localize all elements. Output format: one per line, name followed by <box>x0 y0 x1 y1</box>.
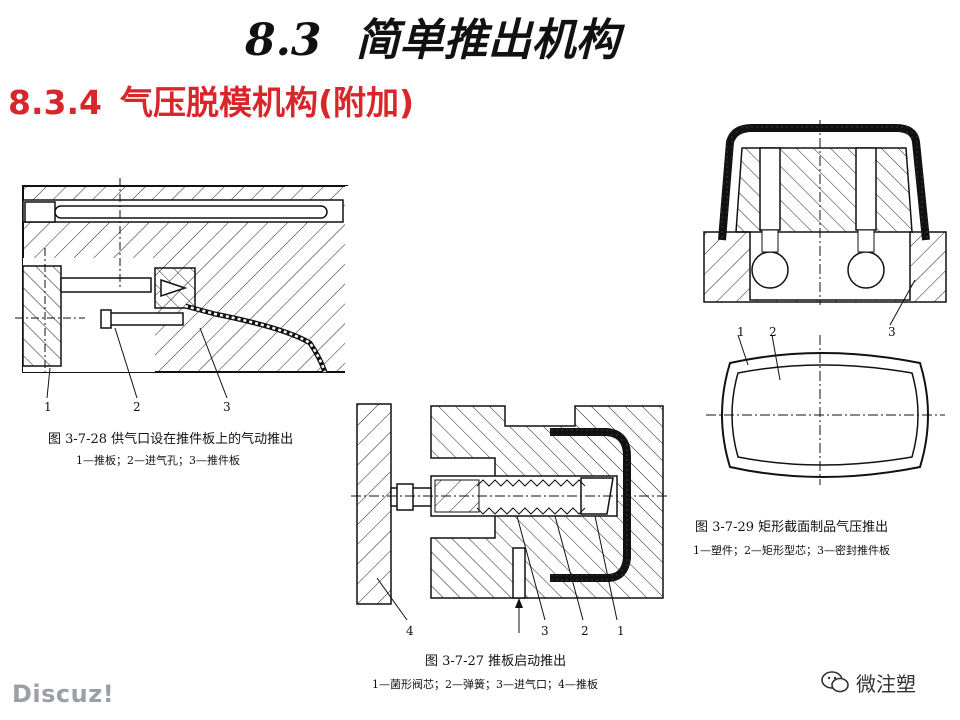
wechat-account-name: 微注塑 <box>856 671 916 696</box>
callout-29-1: 1 <box>737 325 745 339</box>
figure-3-7-27-caption: 图 3-7-27 推板启动推出 <box>425 654 567 669</box>
figure-3-7-28-drawing <box>15 178 355 399</box>
subsection-title: 8.3.4 气压脱模机构(附加) <box>8 76 414 124</box>
figure-3-7-29-caption: 图 3-7-29 矩形截面制品气压推出 <box>695 520 889 535</box>
subsection-label: 气压脱模机构(附加) <box>119 83 415 122</box>
callout-27-3: 3 <box>541 624 549 638</box>
callout-29-2: 2 <box>769 325 777 339</box>
callout-27-2: 2 <box>581 624 589 638</box>
figure-3-7-28-legend: 1—推板；2—进气孔；3—推件板 <box>76 454 240 467</box>
callout-27-1: 1 <box>617 624 625 638</box>
subsection-number: 8.3.4 <box>8 83 102 122</box>
wechat-watermark: 微注塑 <box>820 664 952 700</box>
figure-3-7-27-legend: 1—菌形阀芯；2—弹簧；3—进气口；4—推板 <box>372 678 598 691</box>
callout-28-1: 1 <box>44 400 52 414</box>
figure-3-7-27-drawing <box>351 403 670 633</box>
callout-27-4: 4 <box>406 624 414 638</box>
section-number: 8.3 <box>245 15 322 66</box>
callout-28-2: 2 <box>133 400 141 414</box>
figure-3-7-29-drawing-top <box>703 120 947 326</box>
discuz-watermark: Discuz! <box>12 680 115 708</box>
figure-3-7-28-caption: 图 3-7-28 供气口设在推件板上的气动推出 <box>48 432 294 447</box>
figure-3-7-29-legend: 1—塑件；2—矩形型芯；3—密封推件板 <box>693 544 890 557</box>
page-title: 8.3 简单推出机构 <box>245 4 705 68</box>
wechat-icon <box>821 671 849 693</box>
callout-29-3: 3 <box>888 325 896 339</box>
callout-28-3: 3 <box>223 400 231 414</box>
figure-3-7-29-drawing-bottom <box>706 334 945 485</box>
section-title: 简单推出机构 <box>355 15 620 66</box>
